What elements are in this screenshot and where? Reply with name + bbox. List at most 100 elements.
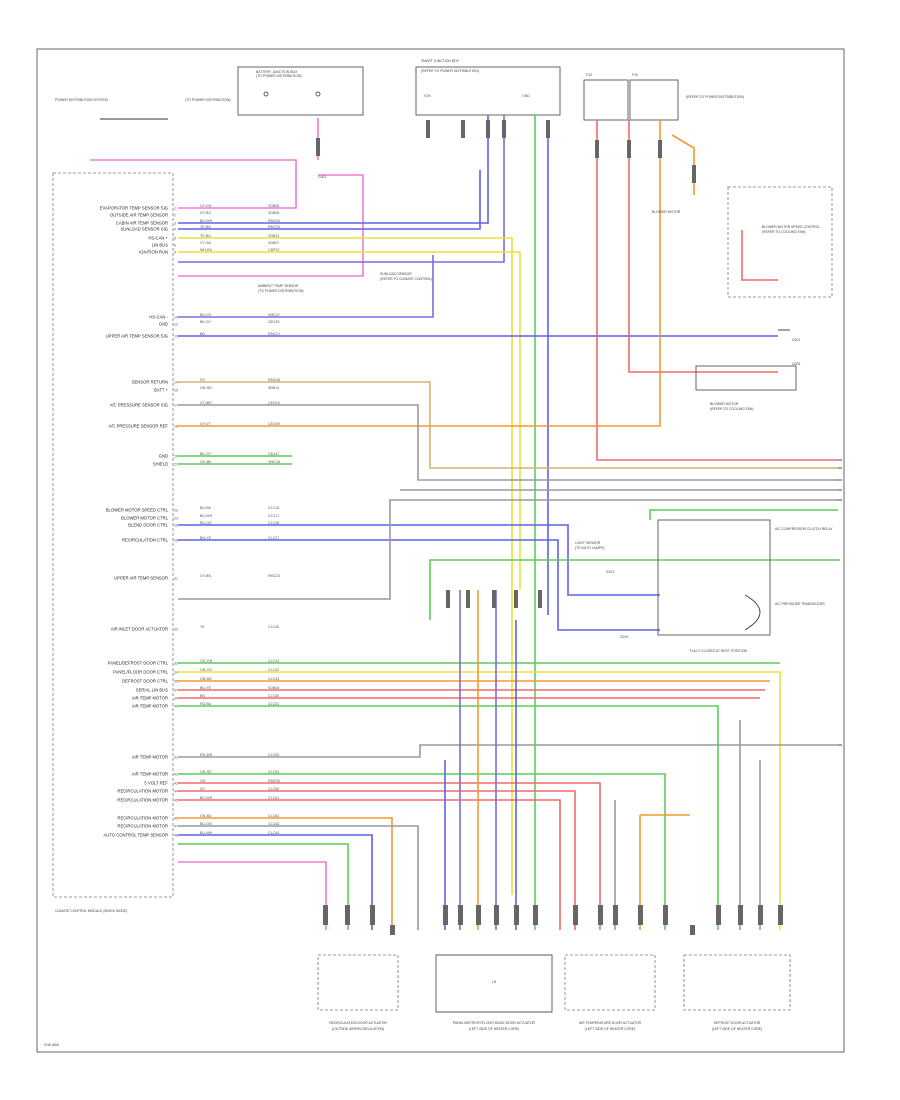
module-pin-label: RECIRCULATION MOTOR [117,824,168,829]
module-pin-label: SHIELD [153,462,168,467]
module-pin-label: UPPER AIR TEMP SENSOR [114,576,168,581]
circuit-code: CLC42 [268,668,279,672]
wire-red-3 [741,230,778,281]
module-pin-number: 5 [174,237,176,241]
wire-color-code: OG-BK [200,460,212,464]
module-pin-label: GND [159,454,168,459]
svg-text:(REFER TO COOLING FAN): (REFER TO COOLING FAN) [762,230,805,234]
wire-color-code: YE-BU [200,225,211,229]
svg-text:GND: GND [522,94,530,98]
svg-text:A/C PRESSURE TRANSDUCER: A/C PRESSURE TRANSDUCER [775,602,825,606]
wire-color-code: BU-OG [200,521,212,525]
circuit-code: VDB07 [268,241,279,245]
circuit-code: CLC16 [268,506,279,510]
module-pin-label: PANEL/DEFROST DOOR CTRL [108,661,169,666]
left-fuse-note: (TO POWER DISTRIBUTION) [185,98,231,102]
wire-color-code: GN-BN [200,677,212,681]
wire-red-8 [178,799,561,930]
wire-gray-5 [178,825,419,930]
module-pin-label: BLOWER MOTOR CTRL [121,516,169,521]
wire-purple-2 [178,255,434,318]
wire-color-code: GN-RD [200,770,212,774]
module-pin-number: 42 [174,773,178,777]
wire-color-code: GY [200,378,206,382]
wire-pink-4 [178,861,327,930]
svg-text:F10: F10 [632,73,638,77]
module-pin-label: HS-CAN - [149,315,168,320]
module-pin-number: 20 [174,455,178,459]
module-pin-label: GND [159,322,168,327]
svg-text:(REFER TO COOLING FAN): (REFER TO COOLING FAN) [710,407,753,411]
module-pin-label: IGNITION RUN [139,250,168,255]
circuit-code: GD139 [268,320,279,324]
module-pin-number: 2 [174,214,176,218]
module-pin-label: AIR TEMP MOTOR [132,696,168,701]
wire-color-code: VT-WH [200,401,212,405]
module-pin-number: 40 [174,705,178,709]
module-pin-number: 43 [174,782,178,786]
ac-compressor: A/C COMPRESSOR CLUTCH RELAY A/C PRESSURE… [657,519,833,653]
svg-text:BLOWER MOTOR: BLOWER MOTOR [652,210,681,214]
wire-color-code: GY [200,787,206,791]
wire-color-code: BU-BK [200,506,212,510]
module-pin-label: RECIRCULATION MOTOR [117,816,168,821]
circuit-code: RMC34 [268,225,280,229]
wire-color-code: YE-BU [200,234,211,238]
circuit-code: CLC63 [268,822,279,826]
svg-text:FULLY CLOSED AT REST POSITION: FULLY CLOSED AT REST POSITION [690,649,748,653]
module-outline [52,172,174,898]
actuator-note: (OUTSIDE AIR/RECIRCULATION) [332,1027,384,1031]
wire-orange-4 [178,817,393,930]
module-pin-label: AIR INLET DOOR ACTUATOR [111,627,168,632]
module-pin-label: LIN BUS [152,243,168,248]
fuse-box-left: BATTERY JUNCTION BOX (TO POWER DISTRIBUT… [237,66,364,116]
wires [90,115,840,930]
module-pin-number: 45 [174,799,178,803]
module-pin-number: 37 [174,689,178,693]
wire-color-code: GY-BN [200,574,211,578]
module-pin-label: HS-CAN + [148,236,168,241]
wire-color-code: BK-GY [200,320,212,324]
module-pin-label: SENSOR RETURN [132,380,168,385]
module-pin-number: 48 [174,834,178,838]
svg-text:S205: S205 [620,635,628,639]
wire-color-code: BN-YE [200,536,212,540]
fuse-box-right: F12 F10 (REFER TO POWER DISTRIBUTION) [583,73,744,121]
svg-text:BATTERY JUNCTION BOX: BATTERY JUNCTION BOX [256,70,298,74]
circuit-code: VDB08 [268,211,279,215]
wire-red-6 [178,782,601,930]
wire-color-code: VT-GN [200,241,211,245]
svg-text:SUNLOAD SENSOR: SUNLOAD SENSOR [380,272,412,276]
sunload-sensor: AMBIENT TEMP SENSOR (TO POWER DISTRIBUTI… [258,272,432,293]
svg-text:AMBIENT TEMP SENSOR: AMBIENT TEMP SENSOR [258,284,299,288]
wire-color-code: BN [200,694,205,698]
wire-red-2 [628,120,778,373]
wire-color-code: GY-BU [200,211,211,215]
wire-color-code: GN-OG [200,668,212,672]
svg-text:SJB: SJB [424,94,431,98]
module-pin-number: 22 [174,509,178,513]
svg-text:S201: S201 [606,570,614,574]
wire-yellow-3 [178,671,781,930]
svg-text:LIGHT SENSOR: LIGHT SENSOR [575,541,601,545]
light-sensor: LIGHT SENSOR (TO AUTO LAMPS) S201 S205 [575,541,628,639]
circuit-code: RMC04 [268,219,280,223]
wire-color-code: BU-GY [200,313,212,317]
actuator-name: PANEL/DEFROST/FLOOR MODE DOOR ACTUATOR [453,1021,535,1025]
actuator-note: (LEFT SIDE OF HEATER CORE) [585,1027,635,1031]
module-pin-number: 23 [174,517,178,521]
circuit-code: CLC64 [268,831,279,835]
wire-color-code: WH-BU [200,248,213,252]
module-pin-number: 17 [174,404,178,408]
diagram-frame [36,48,845,1053]
wire-color-code: RD-WH [200,753,213,757]
svg-text:F12: F12 [586,73,592,77]
circuit-code: CLC51 [268,702,279,706]
wire-blue-5 [178,539,660,631]
module-pin-number: 34 [174,671,178,675]
module-pin-number: 26 [174,524,178,528]
wire-color-code: BN [200,332,205,336]
circuit-code: VDB06 [268,204,279,208]
